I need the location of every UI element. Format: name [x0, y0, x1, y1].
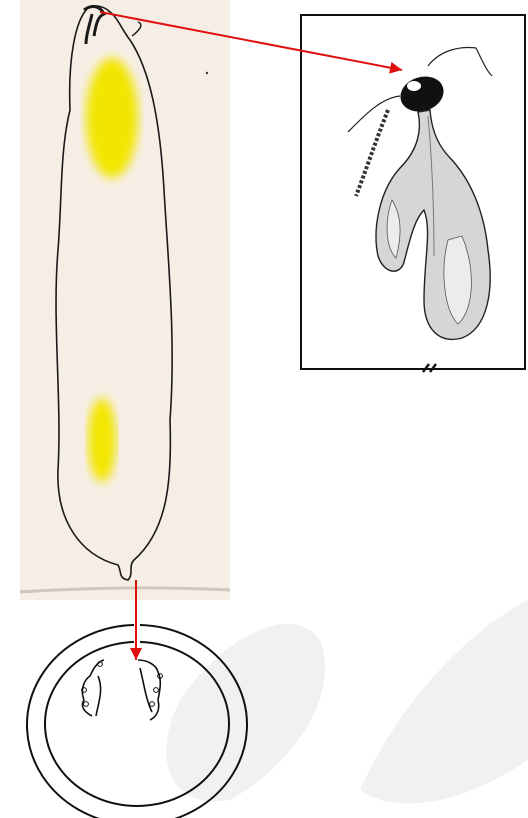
- arrow-to-head-detail: [100, 12, 402, 70]
